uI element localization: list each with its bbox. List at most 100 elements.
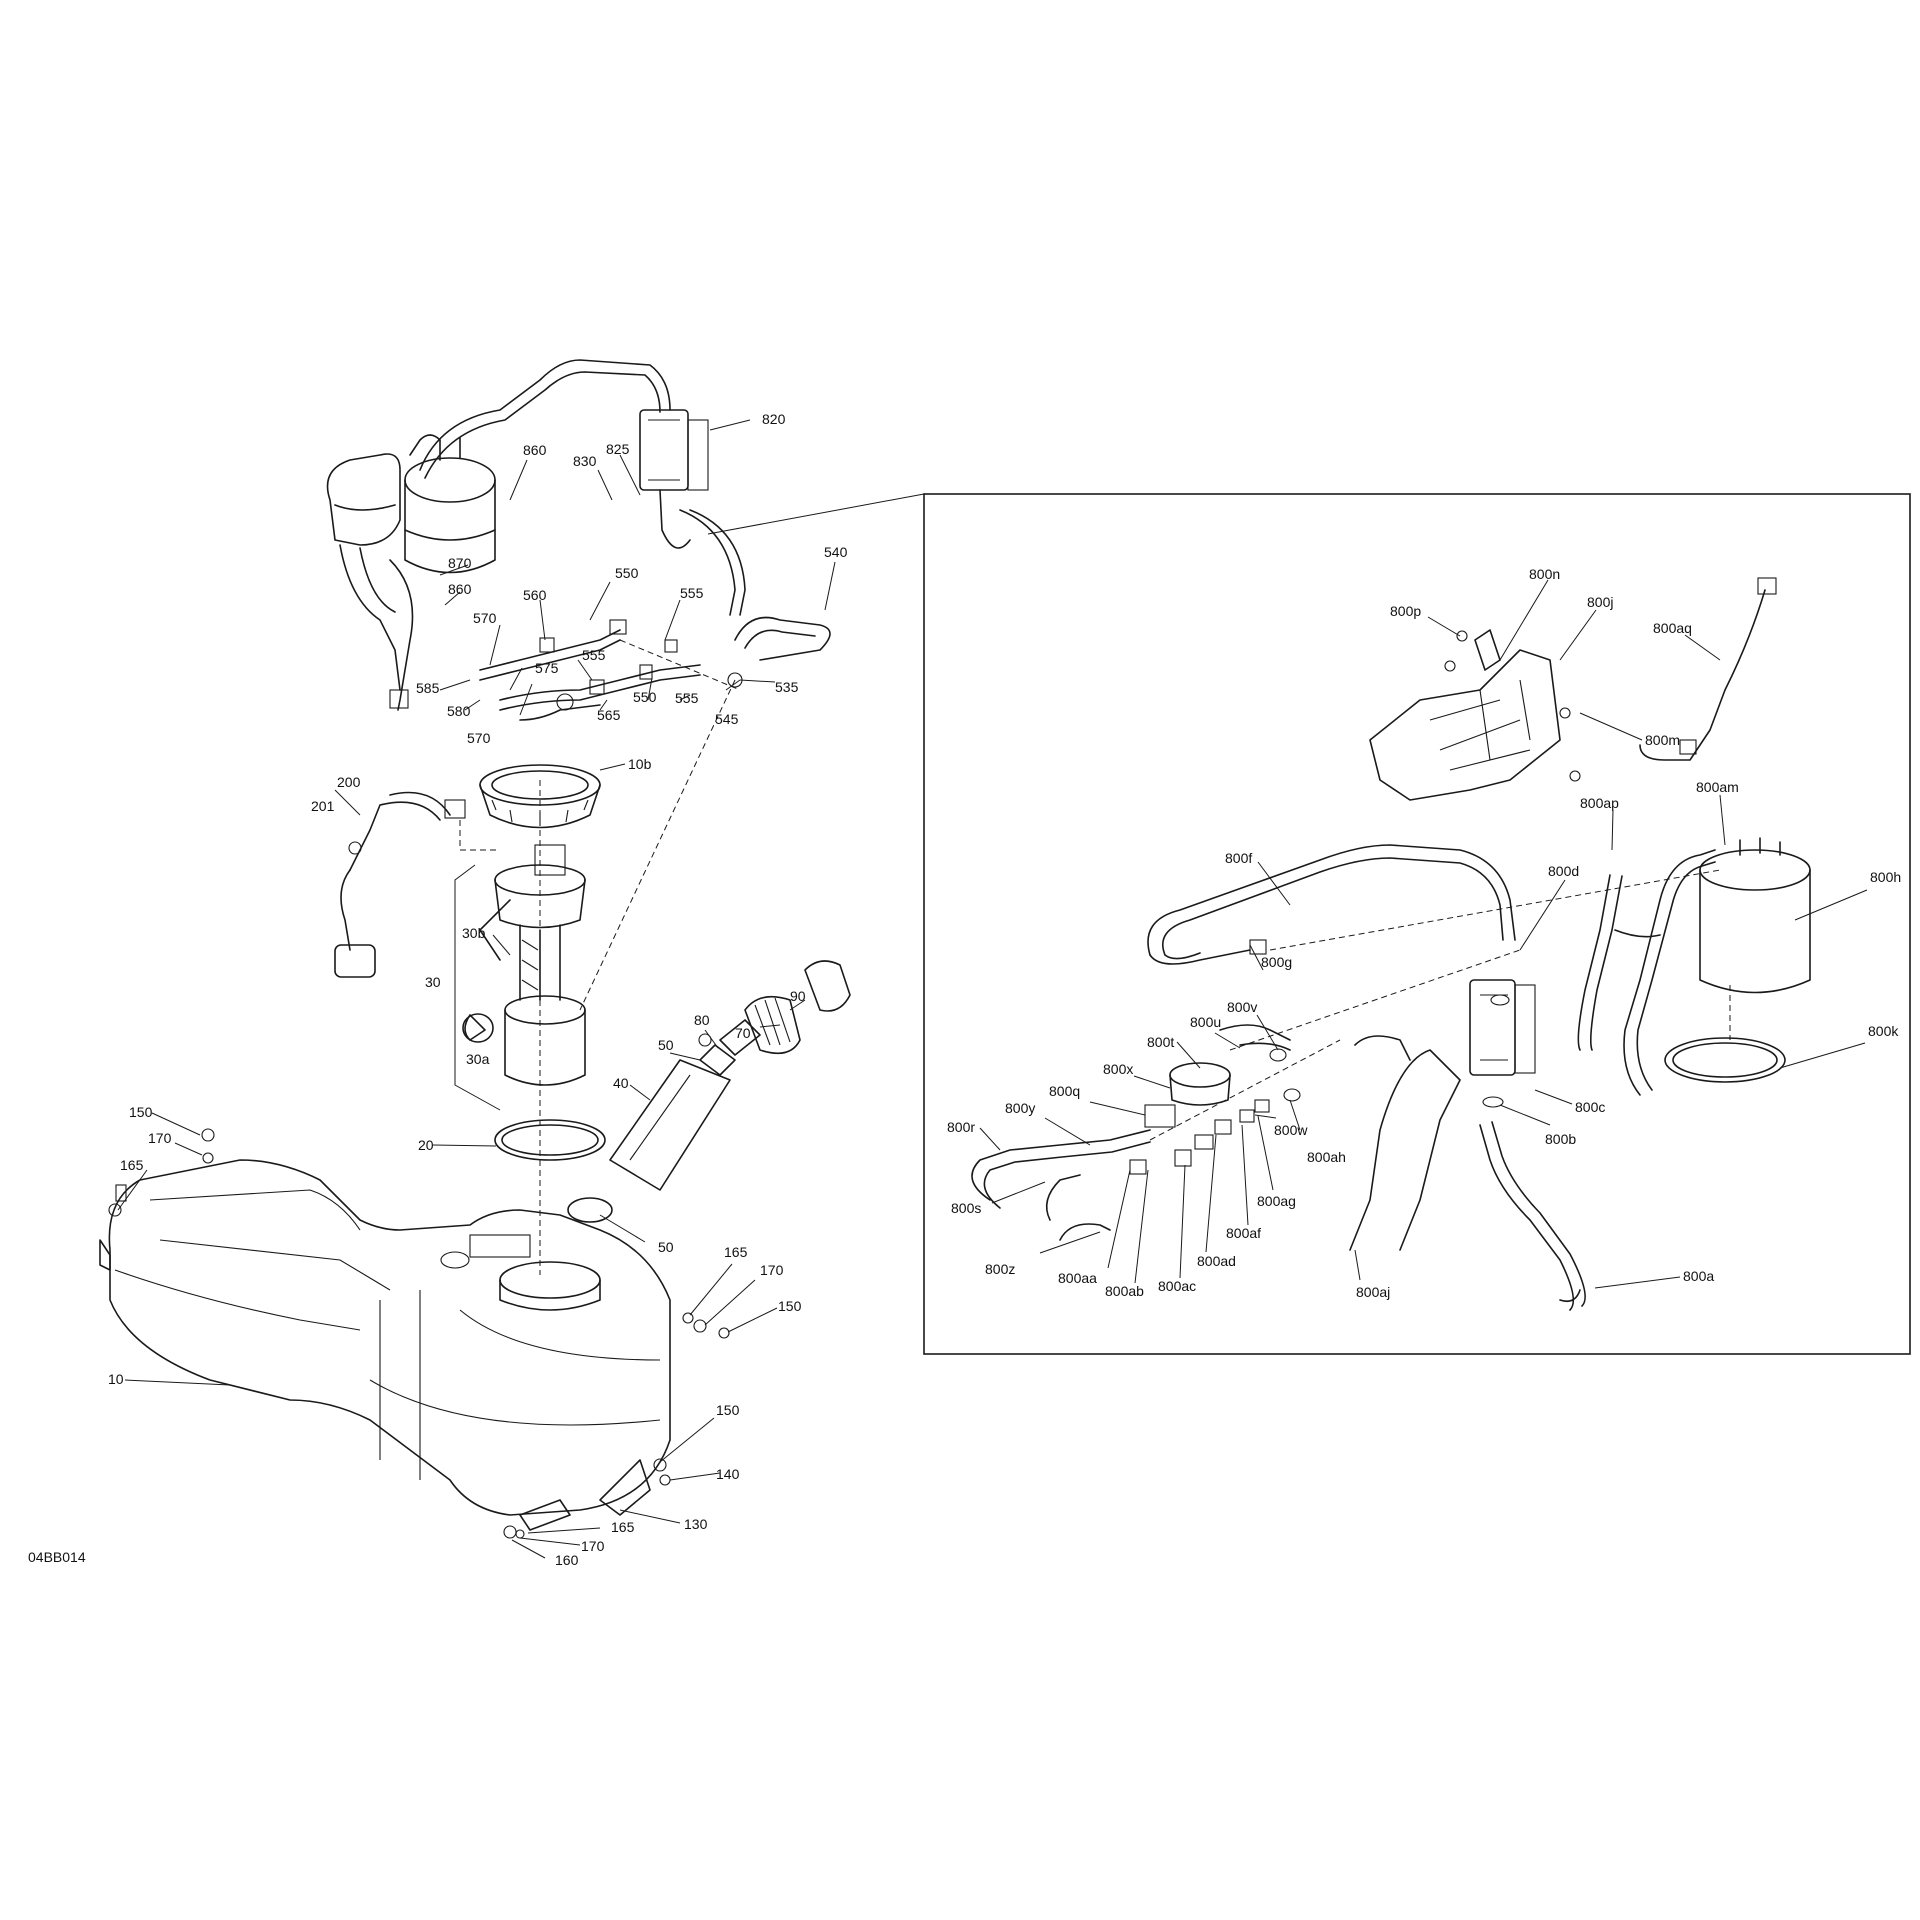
callout-800a: 800a [1683, 1268, 1714, 1284]
vent-hose-to-valve [679, 509, 736, 616]
tank-fasteners [108, 1128, 730, 1339]
fuel-tank-10 [99, 1159, 671, 1516]
callout-830: 830 [573, 453, 597, 469]
callout-560: 560 [523, 587, 547, 603]
callout-800ah: 800ah [1307, 1149, 1346, 1165]
callout-800x: 800x [1103, 1061, 1133, 1077]
callout-800k: 800k [1868, 1023, 1899, 1039]
callout-800b: 800b [1545, 1131, 1576, 1147]
callout-550-upper: 550 [615, 565, 639, 581]
callout-535: 535 [775, 679, 799, 695]
callout-580: 580 [447, 703, 471, 719]
callout-30b: 30b [462, 925, 486, 941]
callout-800af: 800af [1226, 1225, 1261, 1241]
bracket-30 [454, 864, 501, 1111]
hose-540-inner [744, 629, 816, 649]
callout-800h: 800h [1870, 869, 1901, 885]
hose-800aj [1349, 1049, 1461, 1251]
callout-130: 130 [684, 1516, 708, 1532]
callout-70: 70 [735, 1025, 751, 1041]
callout-870: 870 [448, 555, 472, 571]
callout-150-bottom: 150 [716, 1402, 740, 1418]
callout-165-left: 165 [120, 1157, 144, 1173]
cable-connector-800aq [1679, 739, 1697, 755]
callout-800ab: 800ab [1105, 1283, 1144, 1299]
callout-565: 565 [597, 707, 621, 723]
callout-800q: 800q [1049, 1083, 1080, 1099]
callout-570-upper: 570 [473, 610, 497, 626]
callout-800w: 800w [1274, 1122, 1308, 1138]
callout-50-upper: 50 [658, 1037, 674, 1053]
evap-canister-assembly [326, 359, 671, 711]
hose-800am-inner [1636, 861, 1716, 1091]
callout-800aq: 800aq [1653, 620, 1692, 636]
filler-neck-assembly [567, 960, 851, 1223]
assembly-line-harness [459, 820, 500, 851]
callout-170-left: 170 [148, 1130, 172, 1146]
callout-800d: 800d [1548, 863, 1579, 879]
sensor-cable-800aq [1639, 589, 1766, 761]
callout-825: 825 [606, 441, 630, 457]
callout-150-right: 150 [778, 1298, 802, 1314]
callout-50-lower: 50 [658, 1239, 674, 1255]
callout-165-bottom: 165 [611, 1519, 635, 1535]
evap-canister-800h [1699, 837, 1811, 994]
fuel-filter-line [971, 1024, 1301, 1241]
hose-800am [1623, 849, 1716, 1096]
assembly-line-inset-1 [1229, 949, 1521, 1051]
callout-555-middle: 555 [582, 647, 606, 663]
callout-800n: 800n [1529, 566, 1560, 582]
hose-800a-end [1559, 1289, 1581, 1303]
vent-tube-800f [1147, 844, 1516, 965]
assembly-line-inset-3 [1149, 1039, 1341, 1141]
callout-800ag: 800ag [1257, 1193, 1296, 1209]
callout-30: 30 [425, 974, 441, 990]
callout-540: 540 [824, 544, 848, 560]
hose-800a [1479, 1124, 1575, 1311]
callout-200: 200 [337, 774, 361, 790]
callout-201: 201 [311, 798, 335, 814]
callout-90: 90 [790, 988, 806, 1004]
callout-800g: 800g [1261, 954, 1292, 970]
callout-800u: 800u [1190, 1014, 1221, 1030]
drawing-reference: 04BB014 [28, 1549, 86, 1565]
inset-connector-line [707, 493, 925, 535]
sensor-connector-800aq [1757, 577, 1777, 595]
callout-800am: 800am [1696, 779, 1739, 795]
callout-860-upper: 860 [523, 442, 547, 458]
callout-550-lower: 550 [633, 689, 657, 705]
callout-555-lower: 555 [675, 690, 699, 706]
callout-570-lower: 570 [467, 730, 491, 746]
callout-10b: 10b [628, 756, 652, 772]
callout-160: 160 [555, 1552, 579, 1568]
callout-800z: 800z [985, 1261, 1015, 1277]
lock-ring-10b [479, 764, 601, 829]
assembly-line-vent [579, 679, 736, 1011]
callout-575: 575 [535, 660, 559, 676]
callout-20: 20 [418, 1137, 434, 1153]
hose-800ap-inner [1590, 875, 1623, 1051]
callout-800t: 800t [1147, 1034, 1174, 1050]
mounting-bracket-130 [503, 1458, 671, 1539]
mounting-bracket-800j [1369, 629, 1581, 801]
callout-800aj: 800aj [1356, 1284, 1390, 1300]
hose-540 [734, 616, 831, 661]
callout-40: 40 [613, 1075, 629, 1091]
callout-555-upper: 555 [680, 585, 704, 601]
gasket-20 [494, 1119, 606, 1161]
hose-800aj-end [1354, 1035, 1411, 1061]
inset-detail-frame [923, 493, 1911, 1355]
clamp-800k [1664, 1037, 1786, 1083]
callout-800c: 800c [1575, 1099, 1605, 1115]
callout-10: 10 [108, 1371, 124, 1387]
callout-800v: 800v [1227, 999, 1257, 1015]
callout-860-lower: 860 [448, 581, 472, 597]
callout-170-bottom: 170 [581, 1538, 605, 1554]
hose-800ap [1577, 874, 1611, 1051]
callout-585: 585 [416, 680, 440, 696]
callout-800s: 800s [951, 1200, 981, 1216]
callout-800p: 800p [1390, 603, 1421, 619]
callout-80: 80 [694, 1012, 710, 1028]
callout-820: 820 [762, 411, 786, 427]
